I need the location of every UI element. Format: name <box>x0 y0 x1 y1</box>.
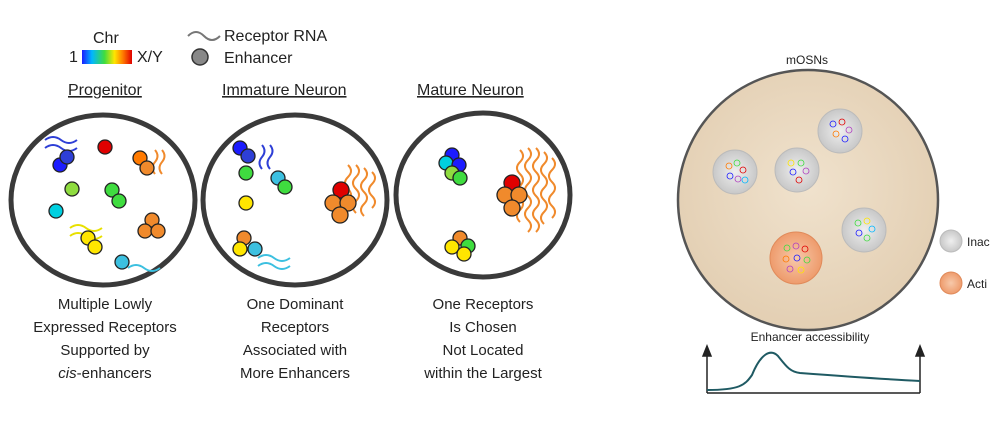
caption-line: Receptors <box>261 319 329 336</box>
caption-line-cis: cis-enhancers <box>58 365 151 382</box>
accessibility-curve <box>706 351 921 391</box>
caption-line: Supported by <box>60 342 150 359</box>
inactive-hub <box>817 108 863 154</box>
rna-squiggle <box>158 149 166 175</box>
caption-line: One Receptors <box>433 296 534 313</box>
caption-line: Expressed Receptors <box>33 319 176 336</box>
caption-line: More Enhancers <box>240 365 350 382</box>
inactive-hub <box>841 207 887 253</box>
accessibility-axes <box>701 343 926 394</box>
caption-line: Is Chosen <box>449 319 517 336</box>
nucleus-outline <box>8 112 198 288</box>
rna-squiggle <box>44 144 78 152</box>
rna-squiggle <box>44 136 78 144</box>
rna-squiggle <box>257 262 291 270</box>
chr-color-scale <box>82 50 132 64</box>
caption-mature: One Receptors Is Chosen Not Located with… <box>423 296 542 382</box>
stage-title-immature: Immature Neuron <box>222 82 347 99</box>
nucleus-outline <box>393 110 573 280</box>
rna-squiggle <box>257 254 291 262</box>
chr-legend-end: X/Y <box>137 49 163 66</box>
active-legend-swatch <box>939 271 963 295</box>
rna-squiggle <box>266 144 274 170</box>
stage-title-mature: Mature Neuron <box>417 82 524 99</box>
inactive-hub <box>774 147 820 193</box>
stage-title-progenitor: Progenitor <box>68 82 142 99</box>
mosn-cell <box>676 68 940 332</box>
enhancer-cluster <box>232 140 357 257</box>
mature-nucleus <box>393 110 573 280</box>
accessibility-label: Enhancer accessibility <box>751 330 870 344</box>
active-hub <box>769 231 823 285</box>
rna-legend-icon <box>187 31 221 41</box>
enhancer-cluster <box>438 147 528 262</box>
inactive-hub <box>712 149 758 195</box>
immature-nucleus <box>200 112 390 288</box>
rna-squiggle <box>127 264 161 272</box>
chr-legend-title: Chr <box>93 30 119 47</box>
caption-progenitor: Multiple Lowly Expressed Receptors Suppo… <box>33 296 176 382</box>
caption-cis-rest: -enhancers <box>77 365 152 382</box>
inactive-legend-label: Inac <box>967 235 990 249</box>
mosn-panel: mOSNs <box>676 53 990 394</box>
enhancer-cluster <box>48 139 166 270</box>
enhancer-legend-icon <box>191 48 209 66</box>
caption-line: Multiple Lowly <box>58 296 153 313</box>
caption-italic-cis: cis <box>58 365 77 382</box>
caption-immature: One Dominant Receptors Associated with M… <box>240 296 350 382</box>
caption-line: Not Located <box>443 342 524 359</box>
caption-line: One Dominant <box>247 296 345 313</box>
progenitor-nucleus <box>8 112 198 288</box>
rna-squiggle <box>69 224 103 232</box>
chr-legend-start: 1 <box>69 49 78 66</box>
caption-line: within the Largest <box>423 365 542 382</box>
mosn-title: mOSNs <box>786 53 828 67</box>
caption-line: Associated with <box>243 342 347 359</box>
inactive-legend-swatch <box>939 229 963 253</box>
nucleus-outline <box>200 112 390 288</box>
rna-squiggle <box>258 144 266 170</box>
enhancer-label: Enhancer <box>224 50 293 67</box>
active-legend-label: Acti <box>967 277 987 291</box>
receptor-rna-label: Receptor RNA <box>224 28 327 45</box>
legend: Chr 1 X/Y Receptor RNA Enhancer <box>69 28 327 67</box>
